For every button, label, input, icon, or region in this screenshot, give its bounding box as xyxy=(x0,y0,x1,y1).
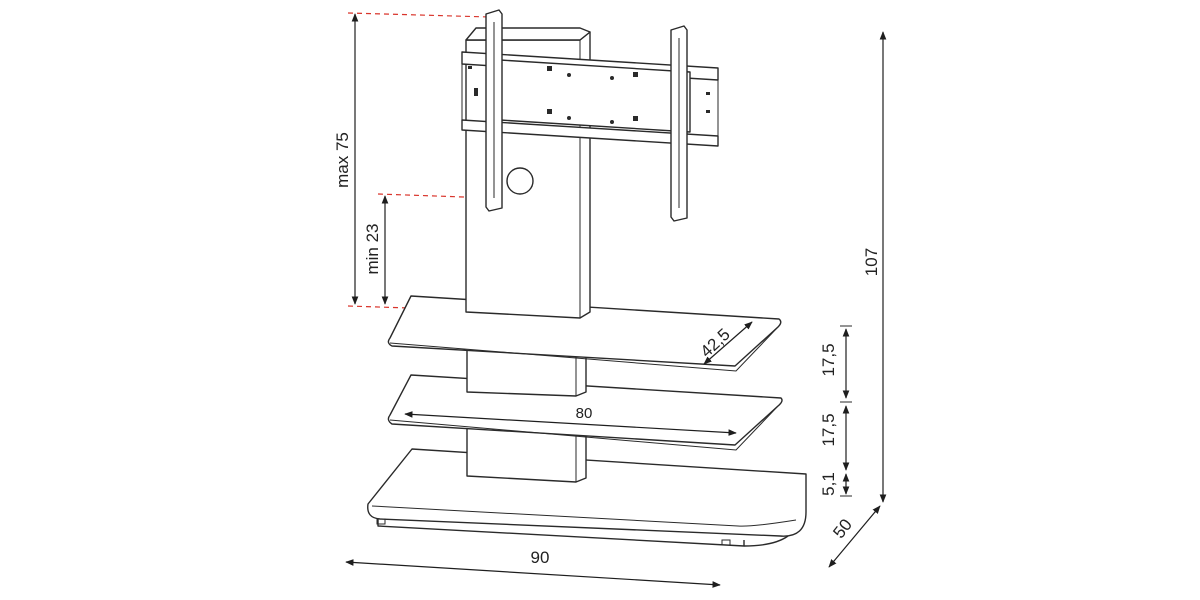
base-foot-left xyxy=(376,518,386,525)
base-foot-right xyxy=(721,539,731,546)
dimension-total-height: 107 xyxy=(862,31,887,503)
label-gap-middle: 17,5 xyxy=(819,413,838,446)
dimension-base-width: 90 xyxy=(345,548,721,588)
bracket-holes xyxy=(468,66,710,124)
guide-line-top xyxy=(347,12,491,18)
dimension-base-depth: 50 xyxy=(828,505,881,568)
label-shelf-width: 80 xyxy=(576,405,593,422)
label-gap-top: 17,5 xyxy=(819,343,838,376)
base-plate xyxy=(367,448,807,547)
label-gap-base: 5,1 xyxy=(819,472,838,496)
label-total-height: 107 xyxy=(862,248,881,276)
guide-line-min xyxy=(377,193,493,199)
label-base-width: 90 xyxy=(531,548,550,567)
dimension-gaps: 17,5 17,5 5,1 xyxy=(819,325,852,497)
dimension-min-height: min 23 xyxy=(363,195,389,305)
label-max-height: max 75 xyxy=(333,132,352,188)
dimension-max-height: max 75 xyxy=(333,13,359,305)
mounting-bracket xyxy=(461,9,719,222)
dimension-shelf-width: 80 xyxy=(404,405,737,436)
label-min-height: min 23 xyxy=(363,223,382,274)
label-base-depth: 50 xyxy=(829,515,856,542)
cable-hole xyxy=(506,167,534,195)
